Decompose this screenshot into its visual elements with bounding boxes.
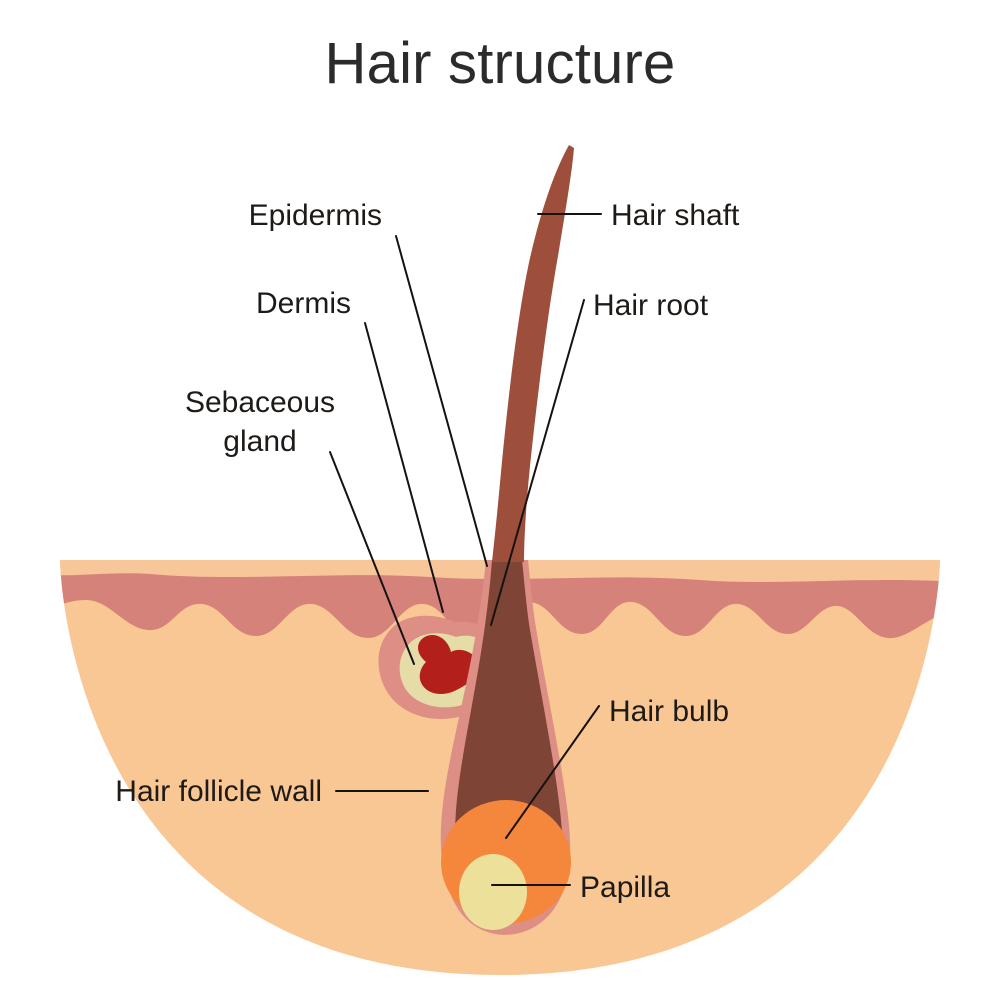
leader-line-dermis	[364, 322, 444, 613]
label-epidermis: Epidermis	[249, 199, 382, 232]
label-hair-shaft: Hair shaft	[611, 199, 740, 232]
label-hair-follicle-wall: Hair follicle wall	[115, 775, 322, 808]
label-sebaceous-gland-line2: gland	[223, 425, 296, 458]
sebaceous-core	[417, 635, 484, 694]
label-dermis: Dermis	[256, 287, 351, 320]
label-hair-root: Hair root	[593, 289, 709, 322]
leader-line-sebaceous-gland	[329, 451, 415, 665]
diagram-labels: Epidermis Dermis Sebaceous gland Hair sh…	[115, 199, 740, 904]
leader-line-epidermis	[395, 235, 488, 567]
leader-line-hair-bulb	[505, 705, 600, 839]
page-title: Hair structure	[325, 31, 676, 96]
hair-shaft-shape	[492, 145, 574, 562]
papilla-shape	[459, 854, 527, 930]
label-hair-bulb: Hair bulb	[609, 695, 729, 728]
label-papilla: Papilla	[580, 871, 670, 904]
leader-line-hair-root	[490, 299, 585, 626]
label-sebaceous-gland-line1: Sebaceous	[185, 386, 335, 419]
leader-lines	[329, 213, 602, 886]
